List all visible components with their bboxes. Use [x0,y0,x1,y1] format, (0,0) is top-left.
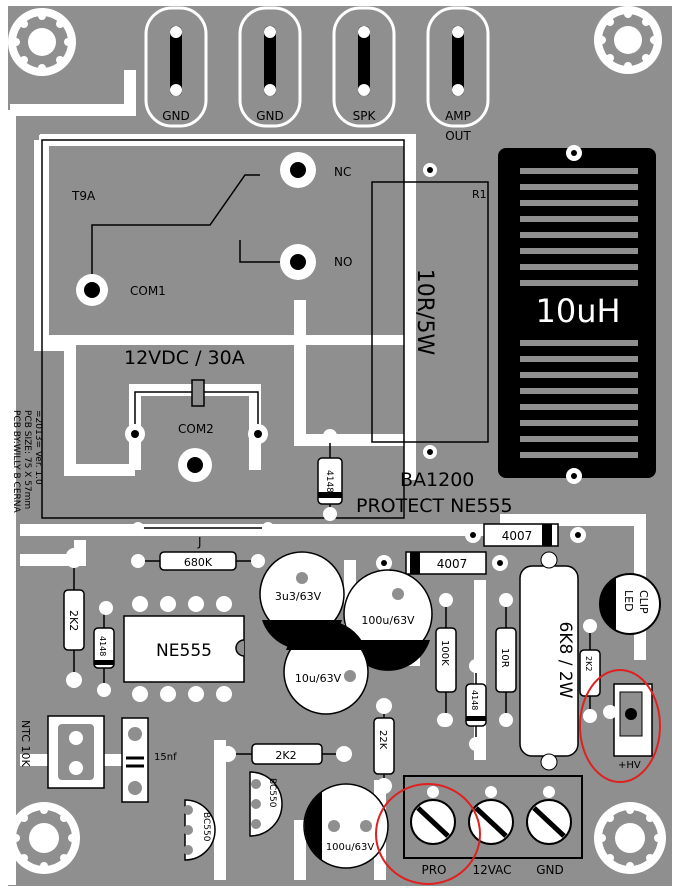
title-circuit: PROTECT NE555 [356,495,513,517]
terminal-label-gnd-1: GND [162,109,190,123]
resistor-22k-label: 22K [377,730,388,750]
ntc-label: NTC 10K [19,720,32,767]
inductor-coil [498,145,656,484]
terminal-gnd-2 [238,6,302,128]
cap-10u [283,620,369,715]
pro-highlight-circle [375,783,481,885]
relay-rating: 12VDC / 30A [124,347,245,369]
resistor-10r-label: 10R [499,648,510,668]
hv-highlight-circle [579,669,661,783]
transistor-bc550-left-label: BC550 [201,812,211,842]
diode-4148-mid-label: 4148 [470,690,479,710]
terminal-amp-out [426,6,490,128]
diode-4148-left [93,610,115,686]
transistor-bc550-left [183,799,216,861]
relay-com2-label: COM2 [178,422,214,436]
resistor-680k [131,551,265,571]
mount-hole-top-left [8,8,76,76]
terminal-gnd-1 [144,6,208,128]
ntc-10k [47,715,105,789]
transistor-bc550-right [249,771,283,837]
diode-4148-mid [465,672,487,740]
ic-ne555 [123,596,245,702]
cap-100u-top-label: 100u/63V [361,614,415,627]
terminal-label-amp: AMP [445,109,471,123]
credits-line-3: =2013= Ver. 1.0 [33,410,43,485]
misc-pads [66,548,617,751]
resistor-6k8 [519,551,579,771]
r1-value: 10R/5W [412,269,437,356]
terminal-label-gnd-2: GND [256,109,284,123]
diode-4007-top [465,523,586,547]
led-label-1: LED [622,590,635,612]
cap-10u-label: 10u/63V [295,672,342,685]
r1-body [371,181,489,443]
resistor-6k8-label: 6K8 / 2W [555,622,575,699]
jumper-label: J [197,535,202,549]
resistor-680k-label: 680K [184,556,213,569]
resistor-2k2-left [63,552,85,688]
resistor-2k2-mid-label: 2K2 [275,749,296,762]
mount-hole-top-right [594,6,662,74]
cap-3u3-label: 3u3/63V [275,590,322,603]
relay-nc-label: NC [334,165,351,179]
terminal-label-spk: SPK [353,109,377,123]
relay-no-label: NO [334,255,352,269]
relay-com1-label: COM1 [130,284,166,298]
terminal-12vac-label: 12VAC [472,863,511,877]
terminal-gnd-label: GND [536,863,564,877]
terminal-label-out: OUT [445,129,471,143]
resistor-22k [373,698,395,794]
resistor-10r [495,593,517,727]
relay-switch-symbol [91,174,260,290]
relay-coil-symbol [191,379,205,407]
mount-hole-bottom-left [8,802,80,874]
ic-ne555-label: NE555 [156,641,212,661]
transistor-bc550-right-label: BC550 [267,778,277,808]
relay-silkscreen [41,139,405,519]
cap-15nf-label: 15nf [154,752,177,763]
screw-terminal-block [403,775,583,859]
hv-label: +HV [618,760,641,771]
mount-hole-bottom-right [594,802,666,874]
diode-4007-mid-label: 4007 [437,557,468,571]
led-clip [599,573,661,635]
hv-terminal [613,683,653,757]
terminal-spk [332,6,396,128]
relay-pads [76,152,316,482]
inductor-value: 10uH [535,292,620,330]
resistor-2k2-right [579,630,601,720]
cap-100u-top [343,569,433,671]
credits-line-2: PCB SIZE: 75 X 57mm [22,410,32,509]
credits-block: PCB BY:WILLY B CERNA PCB SIZE: 75 X 57mm… [11,410,43,513]
cap-100u-bottom [303,783,389,869]
diode-4148-top [317,429,343,521]
resistor-2k2-left-label: 2K2 [67,610,80,631]
resistor-100k-label: 100K [439,640,450,666]
r1-ref: R1 [472,188,487,201]
resistor-2k2-mid [220,743,352,765]
diode-4007-mid [376,551,508,575]
title-model: BA1200 [400,469,474,491]
cap-15nf [121,717,149,803]
relay-coil-lead [134,391,259,430]
resistor-2k2-right-label: 2K2 [584,656,593,671]
led-label-2: CLIP [637,590,650,614]
relay-no-lead [239,240,298,263]
terminal-pro-label: PRO [421,863,446,877]
diode-4148-left-label: 4148 [98,636,107,656]
credits-line-1: PCB BY:WILLY B CERNA [11,410,21,513]
diode-4148-top-label: 4148 [324,470,334,493]
relay-name: T9A [71,189,96,203]
diode-4007-top-label: 4007 [502,529,533,543]
cap-100u-bottom-label: 100u/63V [326,842,375,853]
